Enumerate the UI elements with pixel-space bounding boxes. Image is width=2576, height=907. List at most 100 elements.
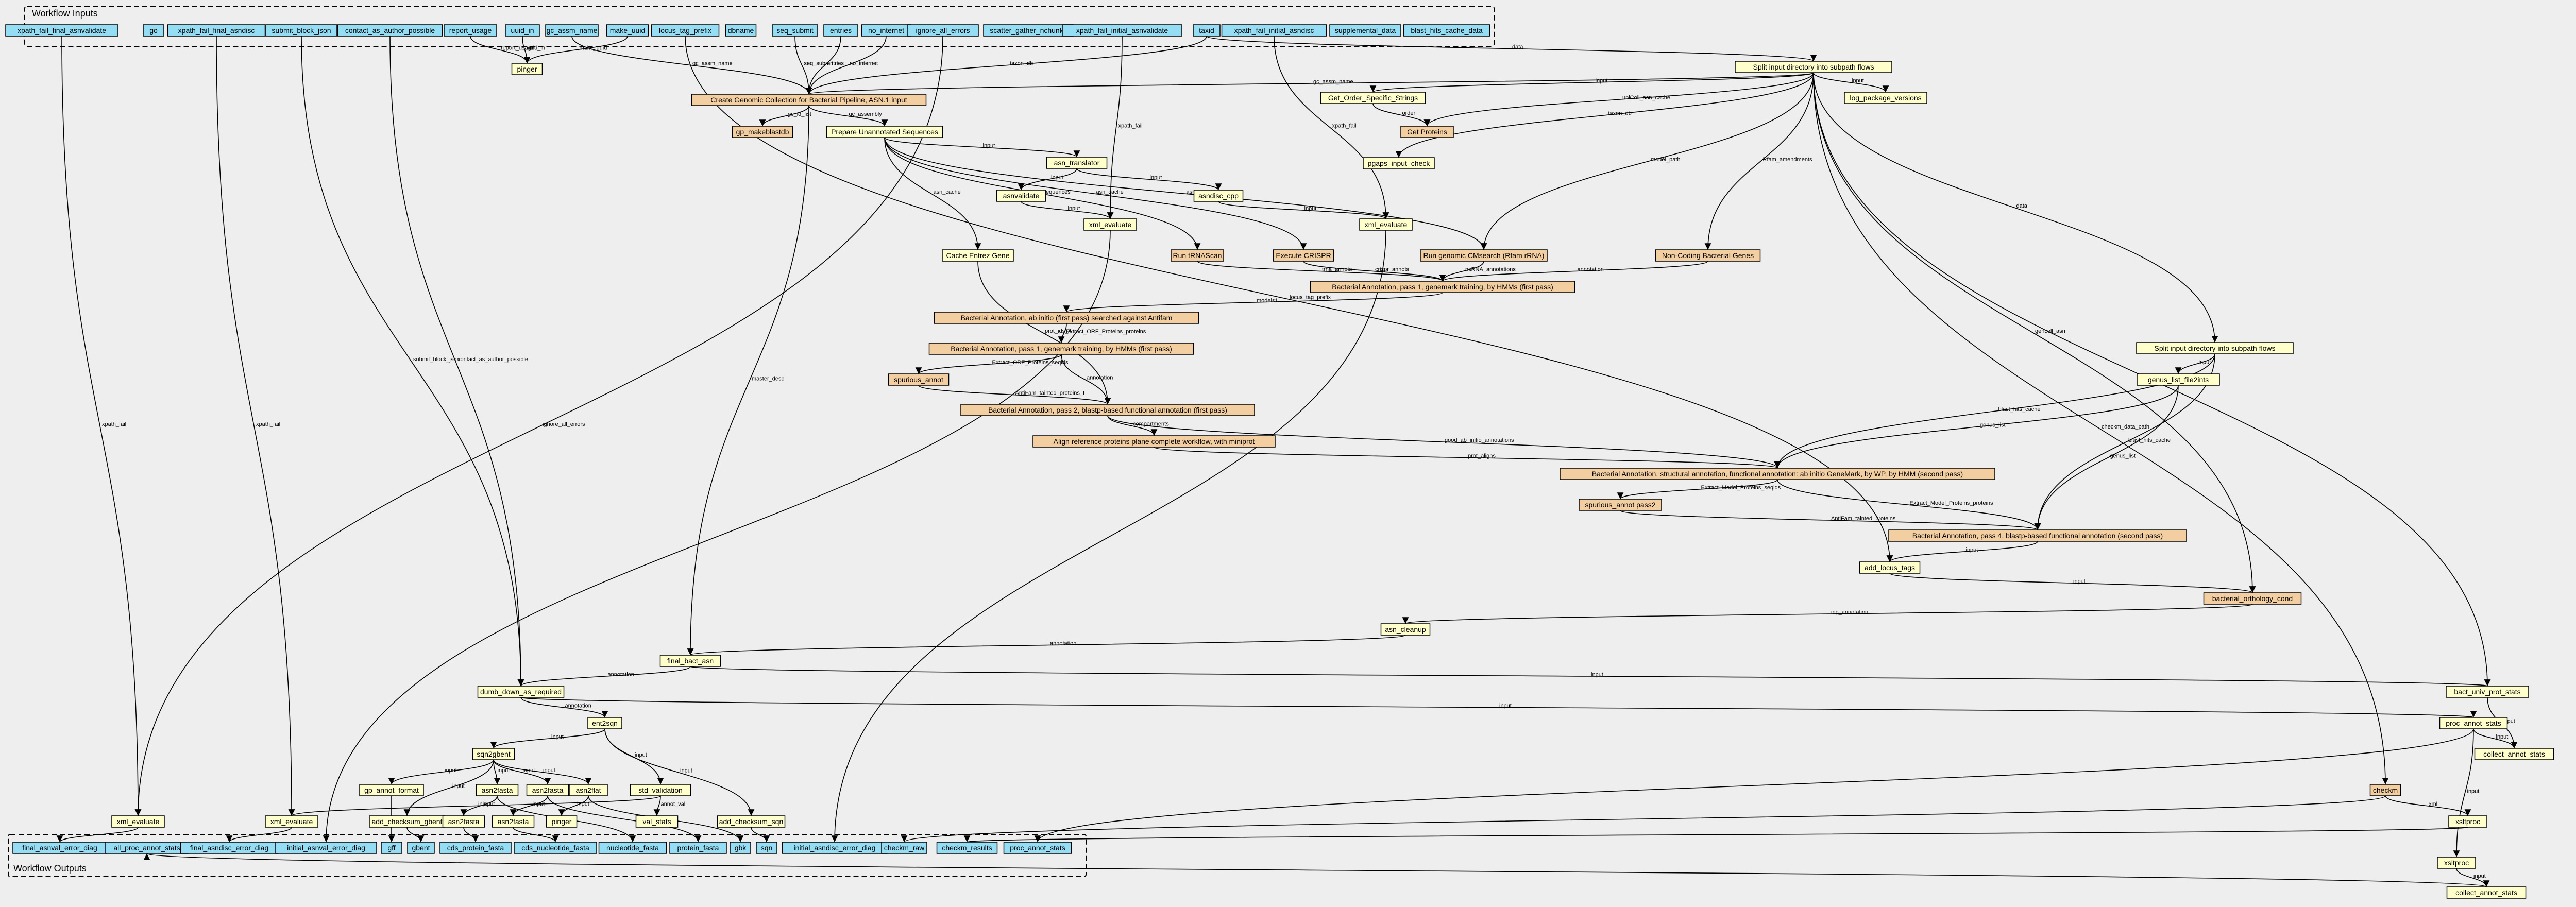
node-asn2fasta-4[interactable]: asn2fasta xyxy=(492,815,535,828)
node-split-input[interactable]: Split input directory into subpath flows xyxy=(1735,61,1892,73)
node-in-xpath-fail-initial-asnvalidate[interactable]: xpath_fail_initial_asnvalidate xyxy=(1062,24,1182,37)
node-split-input-2[interactable]: Split input directory into subpath flows xyxy=(2136,342,2294,354)
node-xsltproc-1[interactable]: xsltproc xyxy=(2448,815,2487,828)
node-out-protein-fasta[interactable]: protein_fasta xyxy=(669,842,727,854)
node-ent2sqn[interactable]: ent2sqn xyxy=(587,717,622,729)
node-pass4-blastp[interactable]: Bacterial Annotation, pass 4, blastp-bas… xyxy=(1888,529,2187,542)
node-in-submit-block-json[interactable]: submit_block_json xyxy=(265,24,337,37)
node-in-xpath-fail-final-asnvalidate[interactable]: xpath_fail_final_asnvalidate xyxy=(5,24,118,37)
node-bact-univ-prot-stats[interactable]: bact_univ_prot_stats xyxy=(2446,686,2529,698)
node-asn2fasta-2[interactable]: asn2fasta xyxy=(526,784,569,796)
node-genus-list-file2ints[interactable]: genus_list_file2ints xyxy=(2137,373,2220,386)
node-in-blast-hits-cache-data[interactable]: blast_hits_cache_data xyxy=(1403,24,1490,37)
node-in-scatter-gather-nchunks[interactable]: scatter_gather_nchunks xyxy=(983,24,1074,37)
node-execute-crispr[interactable]: Execute CRISPR xyxy=(1273,249,1334,262)
node-pass1-genemark[interactable]: Bacterial Annotation, pass 1, genemark t… xyxy=(1310,281,1575,293)
node-out-final-asndisc-error-diag[interactable]: final_asndisc_error_diag xyxy=(180,842,279,854)
node-in-xpath-fail-initial-asndisc[interactable]: xpath_fail_initial_asndisc xyxy=(1221,24,1327,37)
node-asn-translator[interactable]: asn_translator xyxy=(1046,157,1108,169)
node-out-cds-protein-fasta[interactable]: cds_protein_fasta xyxy=(439,842,512,854)
node-out-checkm-results[interactable]: checkm_results xyxy=(936,842,998,854)
node-checkm[interactable]: checkm xyxy=(2369,784,2401,796)
node-in-make-uuid[interactable]: make_uuid xyxy=(606,24,649,37)
node-gp-makeblastdb[interactable]: gp_makeblastdb xyxy=(732,126,793,138)
node-out-final-asnval-error-diag[interactable]: final_asnval_error_diag xyxy=(12,842,107,854)
node-gp-annot-format[interactable]: gp_annot_format xyxy=(359,784,424,796)
node-xml-evaluate-left[interactable]: xml_evaluate xyxy=(111,815,165,828)
node-pinger-top[interactable]: pinger xyxy=(511,63,543,75)
node-pgaps-input-check[interactable]: pgaps_input_check xyxy=(1363,157,1435,169)
edge-label: input xyxy=(2073,578,2086,585)
node-in-supplemental-data[interactable]: supplemental_data xyxy=(1329,24,1401,37)
node-out-proc-annot-stats[interactable]: proc_annot_stats xyxy=(1003,842,1072,854)
node-in-seq-submit[interactable]: seq_submit xyxy=(772,24,818,37)
node-in-locus-tag-prefix[interactable]: locus_tag_prefix xyxy=(651,24,720,37)
node-proc-annot-stats[interactable]: proc_annot_stats xyxy=(2439,717,2508,729)
node-asn2fasta-3[interactable]: asn2fasta xyxy=(442,815,485,828)
node-box xyxy=(1560,468,1995,480)
node-in-xpath-fail-final-asndisc[interactable]: xpath_fail_final_asndisc xyxy=(167,24,266,37)
node-final-bact-asn[interactable]: final_bact_asn xyxy=(659,655,721,667)
node-in-uuid-in[interactable]: uuid_in xyxy=(505,24,540,37)
node-add-locus-tags[interactable]: add_locus_tags xyxy=(1859,561,1921,574)
node-val-stats[interactable]: val_stats xyxy=(635,815,679,828)
node-collect-annot-stats-2[interactable]: collect_annot_stats xyxy=(2446,886,2527,899)
node-out-all-proc-annot-stats[interactable]: all_proc_annot_stats xyxy=(105,842,189,854)
node-dumb-down-as-required[interactable]: dumb_down_as_required xyxy=(477,686,565,698)
node-out-nucleotide-fasta[interactable]: nucleotide_fasta xyxy=(598,842,667,854)
node-cache-entrez-gene[interactable]: Cache Entrez Gene xyxy=(942,249,1014,262)
node-in-ignore-all-errors[interactable]: ignore_all_errors xyxy=(907,24,979,37)
node-asn-cleanup[interactable]: asn_cleanup xyxy=(1380,623,1431,636)
node-prepare-unannotated[interactable]: Prepare Unannotated Sequences xyxy=(826,126,943,138)
node-create-genomic-collection[interactable]: Create Genomic Collection for Bacterial … xyxy=(691,94,927,106)
node-in-contact-as-author-possible[interactable]: contact_as_author_possible xyxy=(337,24,443,37)
node-out-cds-nucleotide-fasta[interactable]: cds_nucleotide_fasta xyxy=(514,842,597,854)
node-box xyxy=(167,24,266,37)
node-log-package-versions[interactable]: log_package_versions xyxy=(1844,92,1927,104)
node-std-validation[interactable]: std_validation xyxy=(630,784,691,796)
node-in-taxid[interactable]: taxid xyxy=(1193,24,1221,37)
node-out-gbent[interactable]: gbent xyxy=(407,842,435,854)
node-in-dbname[interactable]: dbname xyxy=(725,24,757,37)
node-run-trnascan[interactable]: Run tRNAScan xyxy=(1171,249,1224,262)
edge-label: input xyxy=(2199,360,2211,366)
node-align-reference[interactable]: Align reference proteins plane complete … xyxy=(1032,435,1276,448)
node-structural-annotation[interactable]: Bacterial Annotation, structural annotat… xyxy=(1560,468,1995,480)
node-out-gbk[interactable]: gbk xyxy=(730,842,751,854)
node-out-gff[interactable]: gff xyxy=(381,842,402,854)
node-spurious-annot-pass2[interactable]: spurious_annot pass2 xyxy=(1579,499,1662,511)
node-ab-initio-antifam[interactable]: Bacterial Annotation, ab initio (first p… xyxy=(934,312,1199,324)
node-in-entries[interactable]: entries xyxy=(823,24,858,37)
node-add-checksum-sqn[interactable]: add_checksum_sqn xyxy=(717,815,786,828)
node-in-gc-assm-name[interactable]: gc_assm_name xyxy=(545,24,599,37)
node-bacterial-orthology-cond[interactable]: bacterial_orthology_cond xyxy=(2203,592,2302,605)
node-label: submit_block_json xyxy=(272,26,331,35)
node-in-no-internet[interactable]: no_internet xyxy=(861,24,911,37)
node-get-proteins[interactable]: Get Proteins xyxy=(1400,126,1454,138)
node-out-initial-asndisc-error-diag[interactable]: initial_asndisc_error_diag xyxy=(782,842,888,854)
node-noncoding-genes[interactable]: Non-Coding Bacterial Genes xyxy=(1655,249,1761,262)
node-pass2-blastp[interactable]: Bacterial Annotation, pass 2, blastp-bas… xyxy=(960,404,1255,416)
node-asnvalidate[interactable]: asnvalidate xyxy=(996,190,1046,202)
node-asn2flat[interactable]: asn2flat xyxy=(569,784,608,796)
node-xml-evaluate-mid[interactable]: xml_evaluate xyxy=(265,815,318,828)
node-out-checkm-raw[interactable]: checkm_raw xyxy=(881,842,927,854)
node-get-order-specific-strings[interactable]: Get_Order_Specific_Strings xyxy=(1320,92,1426,104)
node-xml-evaluate-2[interactable]: xml_evaluate xyxy=(1359,218,1413,231)
node-spurious-annot[interactable]: spurious_annot xyxy=(888,373,950,386)
node-pass1-genemark-2[interactable]: Bacterial Annotation, pass 1, genemark t… xyxy=(928,343,1194,355)
node-collect-annot-stats[interactable]: collect_annot_stats xyxy=(2474,748,2554,760)
node-sqn2gbent[interactable]: sqn2gbent xyxy=(472,748,515,760)
node-xsltproc-2[interactable]: xsltproc xyxy=(2437,857,2476,869)
node-in-report-usage[interactable]: report_usage xyxy=(444,24,497,37)
node-asndisc-cpp[interactable]: asndisc_cpp xyxy=(1193,190,1244,202)
node-out-initial-asnval-error-diag[interactable]: initial_asnval_error_diag xyxy=(275,842,377,854)
node-pinger-bottom[interactable]: pinger xyxy=(546,815,578,828)
node-out-sqn[interactable]: sqn xyxy=(756,842,777,854)
node-xml-evaluate-1[interactable]: xml_evaluate xyxy=(1083,218,1137,231)
node-box xyxy=(1221,24,1327,37)
node-asn2fasta-1[interactable]: asn2fasta xyxy=(476,784,519,796)
node-add-checksum-gbent[interactable]: add_checksum_gbent xyxy=(369,815,445,828)
node-run-cmsearch[interactable]: Run genomic CMsearch (Rfam rRNA) xyxy=(1420,249,1548,262)
node-in-go[interactable]: go xyxy=(143,24,164,37)
